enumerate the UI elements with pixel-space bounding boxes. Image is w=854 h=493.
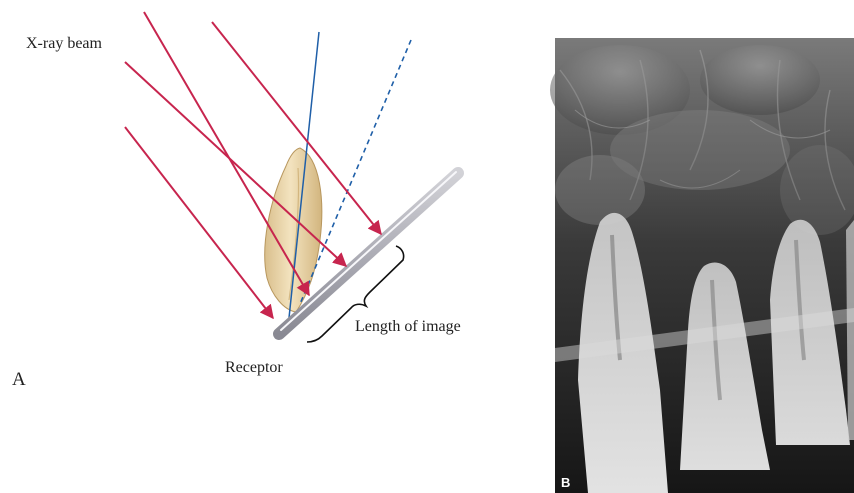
panel-b-radiograph: B (550, 38, 854, 493)
xray-beam-label: X-ray beam (26, 35, 103, 52)
image-length-label: Length of image (355, 318, 461, 335)
panel-a-letter: A (12, 369, 26, 390)
xray-beam-arrow-4 (125, 127, 273, 318)
panel-b-letter: B (561, 475, 570, 490)
tooth-illustration (265, 148, 322, 312)
panel-a-diagram: X-ray beam Length of image Receptor A (12, 12, 461, 390)
xray-beam-arrow-1 (144, 12, 309, 295)
receptor-label: Receptor (225, 359, 283, 376)
